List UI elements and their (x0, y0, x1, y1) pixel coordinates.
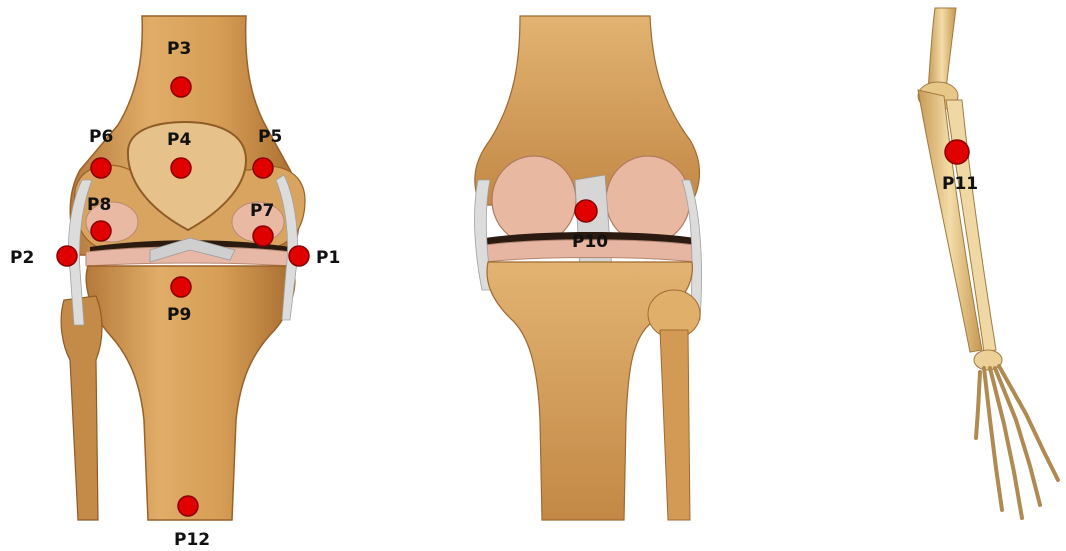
label-p2: P2 (10, 248, 34, 268)
marker-p6 (91, 158, 111, 178)
marker-p10 (575, 200, 597, 222)
marker-p4 (171, 158, 191, 178)
hand-bones (976, 366, 1058, 518)
fibula (61, 296, 102, 520)
marker-p11 (945, 140, 969, 164)
label-p10: P10 (572, 232, 608, 252)
condyle-right (606, 156, 690, 244)
label-p8: P8 (87, 195, 111, 215)
marker-p3 (171, 77, 191, 97)
marker-p7 (253, 226, 273, 246)
marker-p1 (289, 246, 309, 266)
label-p11: P11 (942, 174, 978, 194)
marker-p5 (253, 158, 273, 178)
arm-side-view (918, 8, 1058, 518)
knee-posterior-view (475, 16, 702, 520)
label-p7: P7 (250, 201, 274, 221)
label-p3: P3 (167, 39, 191, 59)
label-p6: P6 (89, 127, 113, 147)
marker-p9 (171, 277, 191, 297)
marker-p12 (178, 496, 198, 516)
marker-p2 (57, 246, 77, 266)
label-p9: P9 (167, 305, 191, 325)
label-p5: P5 (258, 127, 282, 147)
fibula-2 (660, 330, 690, 520)
marker-p8 (91, 221, 111, 241)
condyle-left (492, 156, 576, 244)
label-p4: P4 (167, 130, 191, 150)
humerus (928, 8, 956, 92)
label-p12: P12 (174, 530, 210, 550)
label-p1: P1 (316, 248, 340, 268)
